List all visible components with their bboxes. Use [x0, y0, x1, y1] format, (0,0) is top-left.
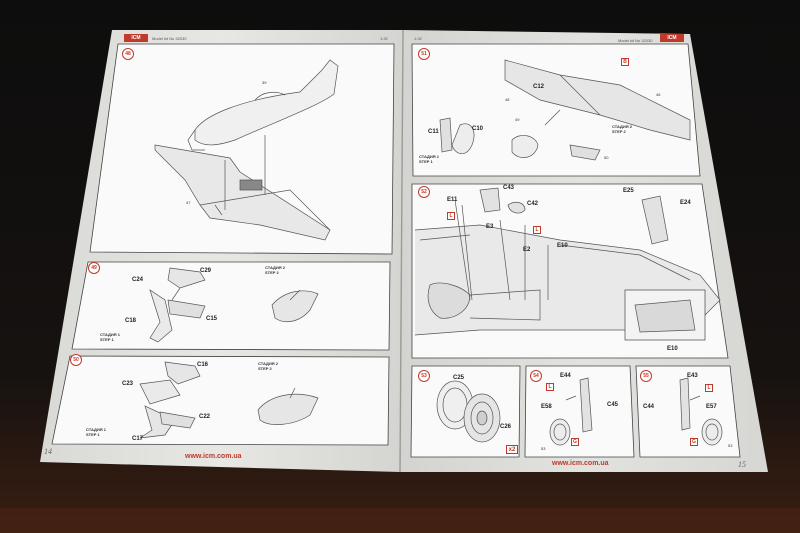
part-c45: C45	[607, 402, 619, 408]
left-page-number: 14	[44, 447, 52, 456]
step-48-illustration	[154, 59, 339, 241]
part-c25: C25	[453, 375, 465, 381]
part-c44: C44	[643, 404, 655, 410]
part-c18: C18	[125, 318, 137, 324]
step-50-illustration	[139, 361, 319, 439]
part-c23: C23	[122, 381, 134, 387]
right-footer-url: www.icm.com.ua	[552, 460, 609, 467]
right-kit-number: Model kit No 32030	[618, 38, 653, 43]
step-50-stage-1: СТАДИЯ 1 STEP 1	[86, 427, 106, 437]
step-49-stage-1: СТАДИЯ 1 STEP 1	[100, 332, 120, 342]
left-kit-number: Model kit No 32030	[152, 36, 187, 41]
part-e3: E3	[486, 224, 494, 230]
step-55-number: 55	[640, 370, 652, 382]
part-c12: C12	[533, 84, 545, 90]
tag-b: B	[621, 58, 629, 66]
step-48-number: 48	[122, 48, 134, 60]
part-c22: C22	[199, 414, 211, 420]
step-51-number: 51	[418, 48, 430, 60]
step-49-stage-2: СТАДИЯ 2 STEP 2	[265, 265, 285, 275]
step-51-stage-1: СТАДИЯ 1 STEP 1	[419, 154, 439, 164]
callout-50: 50	[604, 155, 609, 160]
step-49-number: 49	[88, 262, 100, 274]
step-51-frame	[411, 43, 701, 177]
step-52-number: 52	[418, 186, 430, 198]
part-e25: E25	[623, 188, 634, 194]
part-c24: C24	[132, 277, 144, 283]
step-53-number: 53	[418, 370, 430, 382]
tag-g-55: G	[690, 438, 698, 446]
callout-53-a: 53	[541, 446, 546, 451]
left-scale: 1:32	[380, 36, 388, 41]
part-e57: E57	[706, 404, 717, 410]
step-49-frame	[71, 261, 391, 351]
tag-g-54: G	[571, 438, 579, 446]
part-e58: E58	[541, 404, 552, 410]
part-e10: E10	[557, 243, 568, 249]
callout-49: 49	[515, 117, 520, 122]
part-e24: E24	[680, 200, 691, 206]
right-page-number: 15	[738, 460, 746, 469]
part-e11: E11	[447, 197, 458, 203]
step-51-stage-2: СТАДИЯ 2 STEP 2	[612, 124, 632, 134]
step-50-stage-2: СТАДИЯ 2 STEP 2	[258, 361, 278, 371]
icm-logo-left: ICM	[124, 34, 148, 42]
step-54-frame	[524, 365, 635, 458]
tag-l-1: L	[447, 212, 455, 220]
part-c17: C17	[132, 436, 144, 442]
part-e43: E43	[687, 373, 698, 379]
part-e44: E44	[560, 373, 571, 379]
quantity-x2: x2	[506, 445, 518, 454]
tag-l-55: L	[705, 384, 713, 392]
step-50-number: 50	[70, 354, 82, 366]
part-c26: C26	[500, 424, 512, 430]
step-55-illustration	[679, 377, 723, 446]
right-scale: 1:32	[414, 36, 422, 41]
step-53-illustration	[436, 380, 501, 443]
part-c43: C43	[503, 185, 515, 191]
callout-46: 46	[656, 92, 661, 97]
tag-l-2: L	[533, 226, 541, 234]
step-50-frame	[51, 355, 390, 446]
part-e10-detail: E10	[667, 346, 678, 352]
callout-53-b: 53	[728, 443, 733, 448]
step-54-illustration	[549, 377, 593, 446]
step-51-illustration	[439, 59, 691, 161]
callout-48: 48	[505, 97, 510, 102]
step-54-number: 54	[530, 370, 542, 382]
part-c10: C10	[472, 126, 484, 132]
part-e2: E2	[523, 247, 531, 253]
callout-39: 39	[262, 80, 267, 85]
left-footer-url: www.icm.com.ua	[185, 453, 242, 460]
tag-l-54: L	[546, 383, 554, 391]
part-c29: C29	[200, 268, 212, 274]
part-c11: C11	[428, 129, 439, 135]
part-c16: C16	[197, 362, 209, 368]
icm-logo-right: ICM	[660, 34, 684, 42]
part-c42: C42	[527, 201, 539, 207]
part-c15: C15	[206, 316, 218, 322]
step-49-illustration	[149, 267, 319, 343]
step-52-illustration	[414, 187, 721, 341]
callout-47: 47	[186, 200, 191, 205]
